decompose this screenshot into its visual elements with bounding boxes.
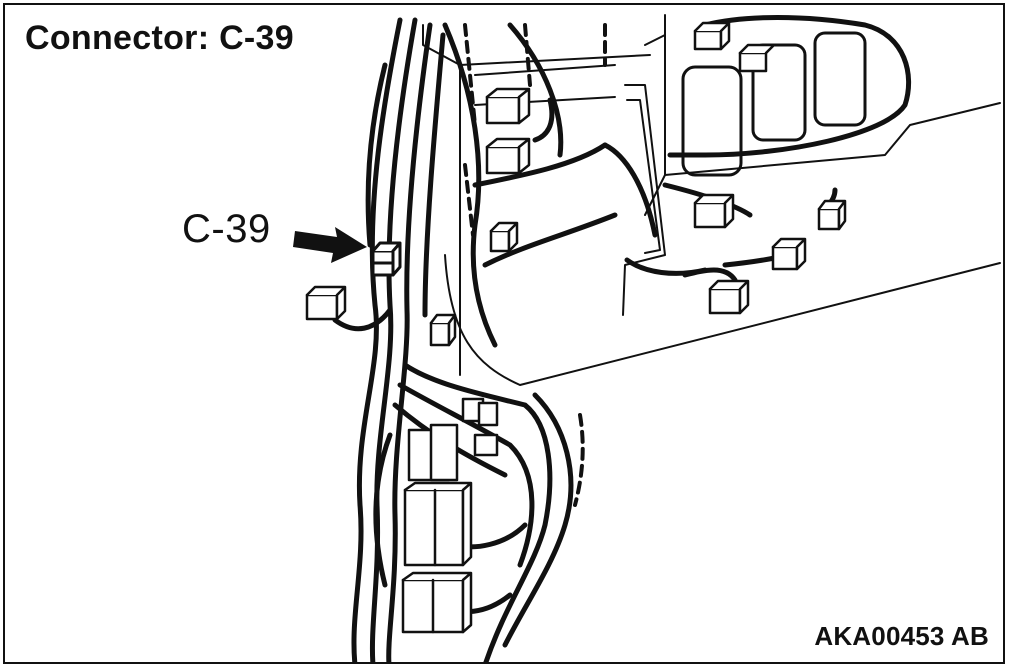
- connector-icon: [817, 199, 847, 231]
- connector-icon: [693, 193, 735, 229]
- connector-icon: [485, 137, 531, 175]
- connector-icon: [485, 87, 531, 125]
- taped-wires: [463, 23, 607, 507]
- connector-icon: [489, 221, 519, 253]
- connector-icon: [305, 285, 347, 321]
- figure-code: AKA00453 AB: [814, 621, 989, 651]
- connector-icon: [429, 313, 457, 347]
- relay-block-icon: [401, 397, 499, 634]
- arrow-right-icon: [293, 227, 367, 263]
- diagram-frame: Connector: C-39: [3, 3, 1005, 664]
- diagram-title: Connector: C-39: [23, 17, 300, 62]
- callout-label-c39: C-39: [182, 207, 271, 251]
- connector-icon: [693, 21, 731, 51]
- connector-c39-icon: [371, 241, 402, 277]
- connector-icon: [708, 279, 750, 315]
- meter-cluster: [681, 31, 867, 177]
- connector-icon: [771, 237, 807, 271]
- connectors: [305, 21, 847, 347]
- instrument-panel-outline: [422, 14, 1001, 386]
- connector-icon: [738, 43, 776, 73]
- wiring-illustration: [293, 14, 1001, 662]
- main-harness: [351, 17, 574, 662]
